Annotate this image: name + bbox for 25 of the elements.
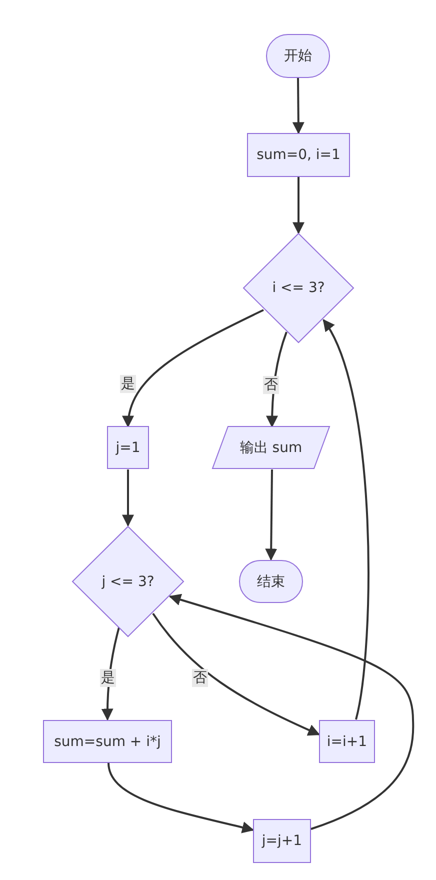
- arrow: [265, 469, 278, 561]
- arrow: [266, 332, 288, 428]
- arrow: [322, 318, 370, 720]
- arrow: [168, 594, 414, 830]
- process-box: j=1: [107, 426, 149, 469]
- arrow: [152, 612, 320, 736]
- arrow: [123, 309, 264, 428]
- output-parallelogram: 输出 sum: [212, 426, 330, 469]
- process-box: i=i+1: [319, 720, 375, 763]
- edge-label: 否: [192, 669, 208, 687]
- decision-diamond: j <= 3?: [72, 526, 184, 637]
- process-box: sum=sum + i*j: [43, 720, 172, 763]
- arrow: [292, 78, 304, 134]
- arrow: [101, 627, 120, 721]
- arrow: [292, 177, 304, 234]
- arrow: [108, 762, 254, 834]
- terminal-node: 结束: [239, 560, 303, 603]
- edge-label: 否: [263, 376, 279, 394]
- edge-label: 是: [120, 375, 136, 393]
- process-box: sum=0, i=1: [247, 133, 350, 177]
- arrow: [122, 470, 134, 527]
- decision-diamond: i <= 3?: [243, 233, 354, 343]
- process-box: j=j+1: [253, 819, 311, 863]
- terminal-node: 开始: [266, 34, 330, 78]
- edge-label: 是: [100, 669, 116, 687]
